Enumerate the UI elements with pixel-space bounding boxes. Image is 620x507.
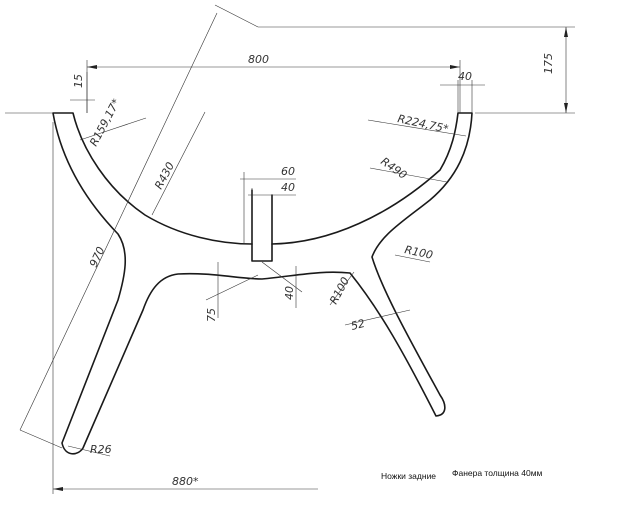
rear-leg-contour <box>52 112 473 455</box>
part-outline <box>52 112 473 455</box>
dim-label-r430: R430 <box>152 160 177 191</box>
dimension-lines <box>5 4 575 494</box>
dim-label-15: 15 <box>72 74 85 88</box>
dim-label-40-center: 40 <box>283 286 296 300</box>
drawing-notes: Ножки задние Фанера толщина 40мм <box>381 468 543 481</box>
dim-label-40-slot: 40 <box>281 181 295 194</box>
dim-label-r159: R159,17* <box>87 96 123 148</box>
material-note: Фанера толщина 40мм <box>452 468 543 478</box>
dim-label-52: 52 <box>350 317 367 333</box>
dim-label-880: 880* <box>172 475 199 488</box>
dim-label-800: 800 <box>248 53 269 66</box>
dim-label-r100-right: R100 <box>403 243 434 262</box>
part-name-note: Ножки задние <box>381 471 436 481</box>
dim-label-r224: R224,75* <box>396 112 450 136</box>
dim-label-970: 970 <box>87 245 108 270</box>
dim-label-60: 60 <box>281 165 295 178</box>
dim-label-r26: R26 <box>90 443 112 456</box>
dim-label-175: 175 <box>542 53 555 74</box>
dim-label-r490: R490 <box>378 155 409 182</box>
dim-label-40-top: 40 <box>458 70 472 83</box>
dim-label-75: 75 <box>205 308 218 322</box>
dim-label-r100-center: R100 <box>327 275 352 306</box>
